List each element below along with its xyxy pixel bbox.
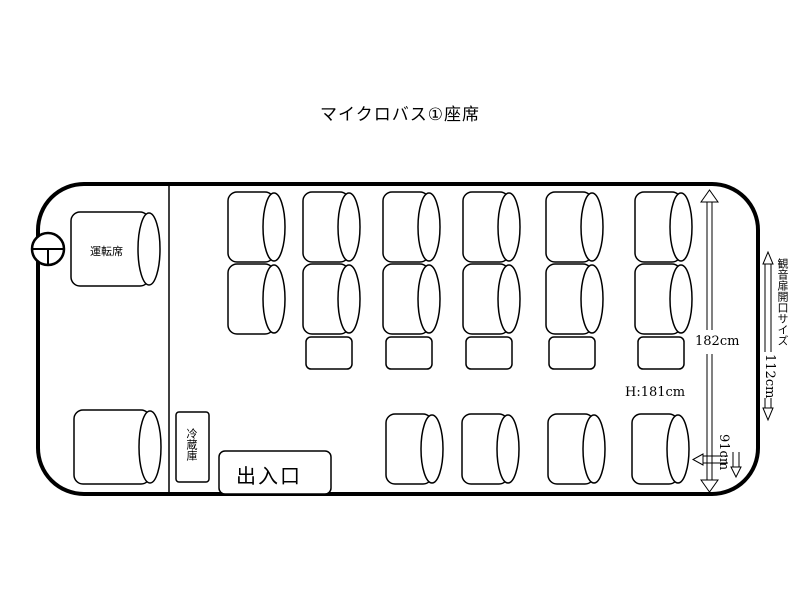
driver-seat-label: 運転席 xyxy=(90,245,123,258)
jump-seat-col4 xyxy=(465,336,513,370)
seat-row3-col1 xyxy=(385,413,444,485)
seat-row1-col2 xyxy=(302,191,361,263)
seat-row2-col4 xyxy=(462,263,521,335)
seat-row2-col2 xyxy=(302,263,361,335)
jump-seat-col5 xyxy=(548,336,596,370)
width-label: 112cm xyxy=(762,354,777,399)
fridge-box xyxy=(175,411,210,483)
height-label: H:181cm xyxy=(625,385,686,400)
jump-seat-col3 xyxy=(385,336,433,370)
steering-wheel-icon xyxy=(30,231,66,267)
depth-arrow xyxy=(691,452,742,479)
seat-row3-col3 xyxy=(547,413,606,485)
seat-group xyxy=(70,191,693,485)
seat-row1-col5 xyxy=(545,191,604,263)
length-arrow xyxy=(700,189,719,493)
jump-seat-col2 xyxy=(305,336,353,370)
length-label: 182cm xyxy=(695,334,740,349)
fridge-label: 冷蔵庫 xyxy=(185,428,198,461)
seat-row3-col2 xyxy=(461,413,520,485)
entrance-box xyxy=(218,450,332,495)
seat-row2-col6 xyxy=(634,263,693,335)
seat-row1-col3 xyxy=(382,191,441,263)
depth-label: 91cm xyxy=(716,434,731,471)
door-width-arrow xyxy=(762,250,774,422)
seat-row2-col3 xyxy=(382,263,441,335)
seat-row1-col6 xyxy=(634,191,693,263)
seat-row2-col5 xyxy=(545,263,604,335)
diagram-title: マイクロバス①座席 xyxy=(320,105,480,125)
front-passenger-seat xyxy=(73,409,162,485)
seat-row1-col1 xyxy=(227,191,286,263)
seat-row1-col4 xyxy=(462,191,521,263)
jump-seat-col6 xyxy=(637,336,685,370)
seat-row2-col1 xyxy=(227,263,286,335)
entrance-label: 出入口 xyxy=(236,464,302,488)
door-size-label: 観音扉開口サイズ xyxy=(776,258,789,346)
seat-row3-col4 xyxy=(631,413,690,485)
driver-seat xyxy=(70,211,161,287)
bus-outline xyxy=(36,182,760,496)
